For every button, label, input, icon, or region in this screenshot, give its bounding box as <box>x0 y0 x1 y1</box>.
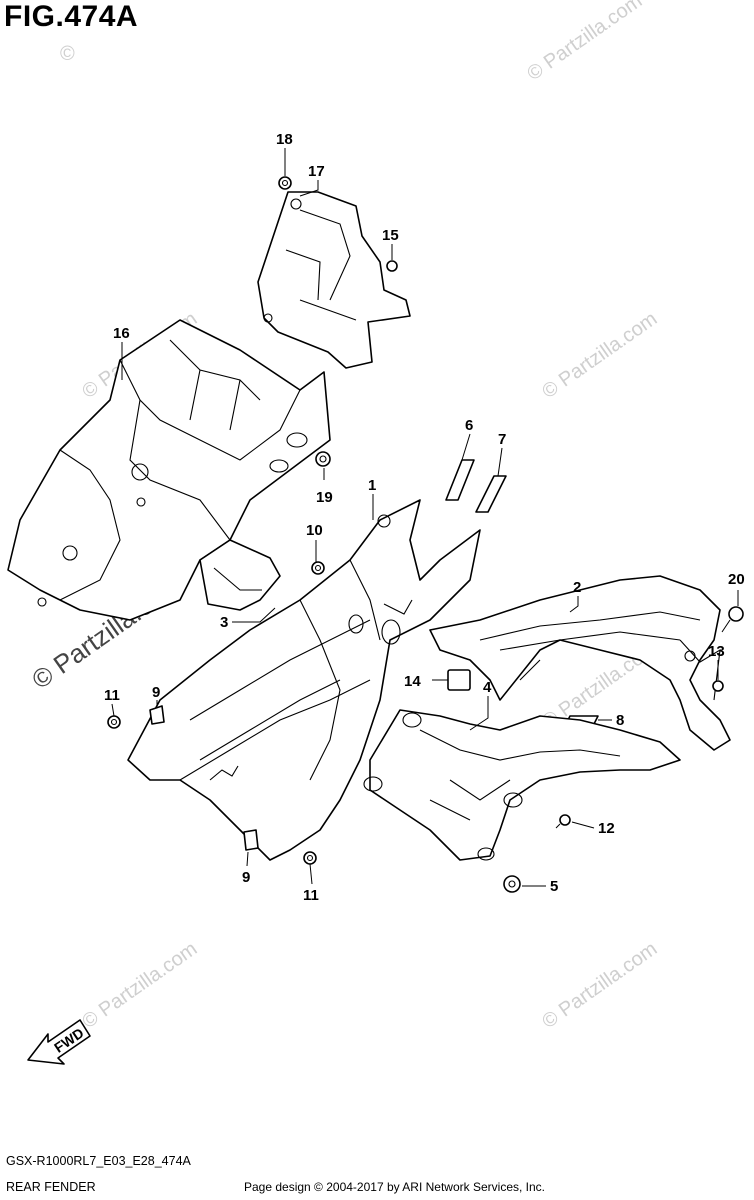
figure-title: FIG.474A <box>4 0 139 33</box>
callout-11-lower: 11 <box>303 887 319 904</box>
part-13-grommet <box>712 680 724 692</box>
watermark-text: © Partzilla.com <box>538 308 661 403</box>
watermark-text: © Partzilla.com <box>78 938 201 1033</box>
part-11-bolt-lower <box>303 851 317 865</box>
callout-15: 15 <box>382 227 399 244</box>
callout-7: 7 <box>498 431 506 448</box>
part-19-bolt <box>315 451 331 467</box>
callout-19: 19 <box>316 489 333 506</box>
part-7-strip <box>475 475 507 513</box>
model-code: GSX-R1000RL7_E03_E28_474A <box>6 1154 191 1168</box>
part-15-grommet <box>386 260 398 272</box>
callout-16: 16 <box>113 325 130 342</box>
callout-4: 4 <box>483 679 492 696</box>
part-18-bolt <box>278 176 292 190</box>
watermark-text: © Partzilla.com <box>538 938 661 1033</box>
callout-17: 17 <box>308 163 325 180</box>
part-9-clip-upper <box>149 705 165 725</box>
watermark-text: © Partzilla.com <box>523 0 646 85</box>
callout-12: 12 <box>598 820 615 837</box>
part-11-bolt-upper <box>107 715 121 729</box>
callout-6: 6 <box>465 417 473 434</box>
callout-11-upper: 11 <box>104 687 120 704</box>
callout-9-upper: 9 <box>152 684 160 701</box>
callout-8: 8 <box>616 712 624 729</box>
part-10-bolt <box>311 561 325 575</box>
part-14-nut <box>447 669 471 691</box>
part-4-bracket <box>363 709 681 861</box>
callout-1: 1 <box>368 477 376 494</box>
part-2-tail-cover <box>429 575 731 751</box>
part-3-cover <box>199 539 281 611</box>
part-12-screw <box>555 814 571 829</box>
part-5-bolt <box>503 875 521 893</box>
fwd-direction-arrow: FWD <box>27 1019 91 1065</box>
watermark-text: © <box>60 43 75 65</box>
callouts: 18 17 15 16 3 19 1 10 6 7 2 20 13 14 8 4… <box>104 131 745 904</box>
callout-14: 14 <box>404 673 421 690</box>
leader-lines <box>111 148 739 887</box>
callout-20: 20 <box>728 571 745 588</box>
callout-5: 5 <box>550 878 558 895</box>
part-9-clip-lower <box>243 829 259 851</box>
callout-18: 18 <box>276 131 293 148</box>
section-name: REAR FENDER <box>6 1180 96 1194</box>
part-16-inner-fender <box>7 319 331 621</box>
part-20-bolt <box>721 606 744 633</box>
part-1-rear-fender <box>127 499 481 861</box>
callout-3: 3 <box>220 614 228 631</box>
page-credit: Page design © 2004-2017 by ARI Network S… <box>244 1180 546 1194</box>
callout-10: 10 <box>306 522 323 539</box>
callout-9-lower: 9 <box>242 869 250 886</box>
callout-2: 2 <box>573 579 581 596</box>
part-6-strip <box>445 459 475 501</box>
part-17-bracket <box>257 191 411 369</box>
callout-13: 13 <box>708 643 725 660</box>
